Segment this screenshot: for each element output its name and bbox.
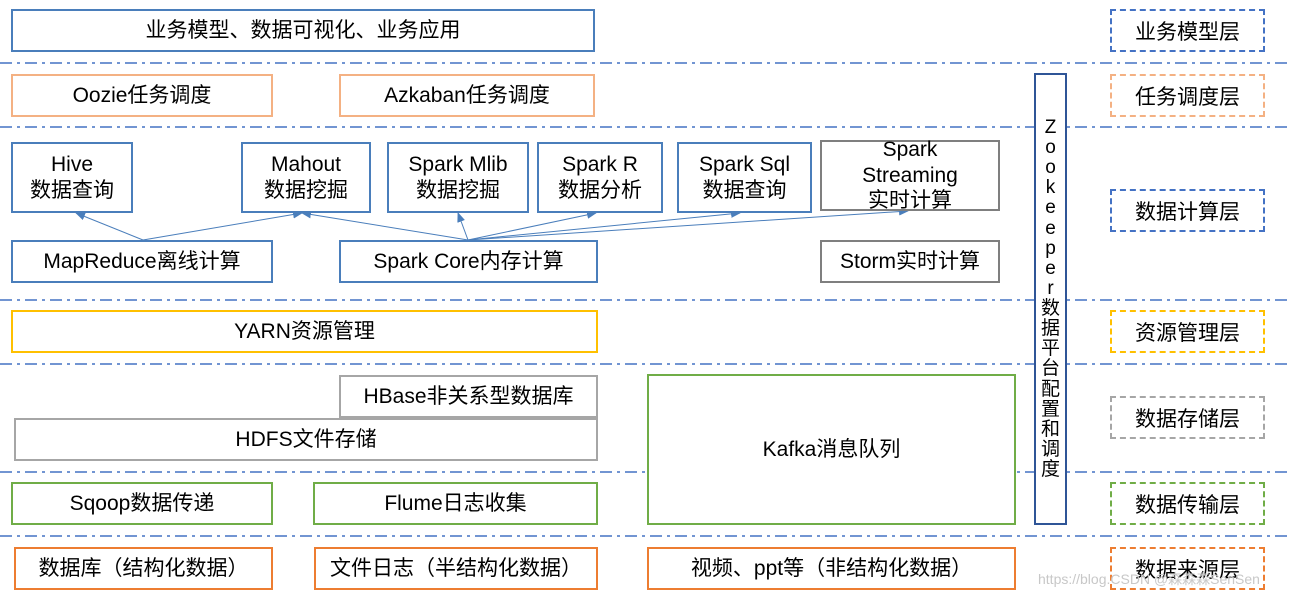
flume-box: Flume日志收集 bbox=[313, 482, 598, 525]
layer-label-sources: 数据来源层 bbox=[1110, 547, 1265, 590]
hive-title: Hive bbox=[50, 153, 93, 177]
zookeeper-char: Z bbox=[1044, 116, 1057, 138]
dependency-arrows bbox=[75, 207, 909, 241]
database-label: 数据库（结构化数据） bbox=[38, 556, 249, 580]
zookeeper-char: 据 bbox=[1040, 318, 1060, 340]
flume-label: Flume日志收集 bbox=[384, 491, 527, 515]
spark-streaming-box: Spark Streaming 实时计算 bbox=[820, 138, 1000, 213]
layer-label-text: 任务调度层 bbox=[1135, 85, 1240, 109]
video-label: 视频、ppt等（非结构化数据） bbox=[690, 556, 973, 580]
zookeeper-char: e bbox=[1045, 197, 1056, 219]
database-box: 数据库（结构化数据） bbox=[14, 547, 273, 590]
layer-label-storage: 数据存储层 bbox=[1110, 396, 1265, 439]
zookeeper-char: 配 bbox=[1040, 378, 1060, 400]
storm-label: Storm实时计算 bbox=[839, 249, 980, 273]
hbase-box: HBase非关系型数据库 bbox=[339, 375, 598, 418]
spark-sql-title: Spark Sql bbox=[698, 153, 791, 177]
layer-label-compute: 数据计算层 bbox=[1110, 189, 1265, 232]
business-model-label: 业务模型、数据可视化、业务应用 bbox=[145, 18, 461, 42]
zookeeper-char: p bbox=[1045, 237, 1056, 259]
oozie-box: Oozie任务调度 bbox=[11, 74, 273, 117]
layer-label-scheduling: 任务调度层 bbox=[1110, 74, 1265, 117]
sqoop-label: Sqoop数据传递 bbox=[69, 491, 215, 515]
spark-sql-subtitle: 数据查询 bbox=[702, 178, 787, 202]
layer-separators bbox=[0, 62, 1290, 537]
azkaban-box: Azkaban任务调度 bbox=[339, 74, 595, 117]
zookeeper-char: 置 bbox=[1040, 398, 1060, 420]
mahout-box: Mahout 数据挖掘 bbox=[241, 142, 371, 213]
azkaban-label: Azkaban任务调度 bbox=[384, 83, 550, 107]
layer-label-resource: 资源管理层 bbox=[1110, 310, 1265, 353]
zookeeper-char: 度 bbox=[1040, 459, 1060, 480]
spark-streaming-title: Spark bbox=[882, 138, 938, 162]
watermark: https://blog.CSDN @森森森SenSen bbox=[1038, 571, 1260, 587]
layer-label-text: 数据存储层 bbox=[1135, 407, 1240, 431]
kafka-label: Kafka消息队列 bbox=[762, 437, 901, 461]
spark-mlib-subtitle: 数据挖掘 bbox=[416, 178, 500, 202]
mapreduce-box: MapReduce离线计算 bbox=[11, 240, 273, 283]
business-model-box: 业务模型、数据可视化、业务应用 bbox=[11, 9, 595, 52]
zookeeper-char: 调 bbox=[1040, 438, 1060, 460]
yarn-label: YARN资源管理 bbox=[234, 319, 375, 343]
spark-mlib-title: Spark Mlib bbox=[408, 153, 508, 177]
arrow-sparkcore-r bbox=[467, 210, 597, 241]
layer-label-text: 数据传输层 bbox=[1135, 493, 1240, 517]
spark-sql-box: Spark Sql 数据查询 bbox=[677, 142, 812, 213]
layer-label-text: 业务模型层 bbox=[1135, 20, 1240, 44]
layer-label-text: 数据来源层 bbox=[1135, 558, 1240, 582]
yarn-box: YARN资源管理 bbox=[11, 310, 598, 353]
storm-box: Storm实时计算 bbox=[820, 240, 1000, 283]
zookeeper-char: 数 bbox=[1040, 298, 1060, 319]
spark-streaming-subtitle: 实时计算 bbox=[868, 189, 952, 213]
mahout-title: Mahout bbox=[270, 153, 342, 177]
zookeeper-char: o bbox=[1045, 157, 1056, 179]
mahout-subtitle: 数据挖掘 bbox=[264, 178, 348, 202]
zookeeper-char: e bbox=[1045, 217, 1056, 239]
mapreduce-label: MapReduce离线计算 bbox=[43, 249, 241, 273]
zookeeper-char: 和 bbox=[1040, 418, 1060, 440]
zookeeper-char: k bbox=[1045, 177, 1056, 199]
spark-mlib-box: Spark Mlib 数据挖掘 bbox=[387, 142, 529, 213]
spark-streaming-title-2: Streaming bbox=[862, 163, 958, 187]
arrow-mapreduce-hive bbox=[75, 212, 144, 241]
hdfs-label: HDFS文件存储 bbox=[235, 427, 377, 451]
arrow-sparkcore-mahout bbox=[301, 210, 469, 241]
hive-subtitle: 数据查询 bbox=[30, 178, 114, 202]
arrow-sparkcore-mlib bbox=[457, 212, 469, 241]
zookeeper-char: 平 bbox=[1040, 338, 1060, 360]
file-log-label: 文件日志（半结构化数据） bbox=[330, 556, 582, 580]
arrow-sparkcore-sql bbox=[467, 209, 741, 241]
kafka-box: Kafka消息队列 bbox=[647, 374, 1016, 525]
layer-label-transport: 数据传输层 bbox=[1110, 482, 1265, 525]
hive-box: Hive 数据查询 bbox=[11, 142, 133, 213]
spark-core-box: Spark Core内存计算 bbox=[339, 240, 598, 283]
zookeeper-char: 台 bbox=[1040, 358, 1060, 380]
zookeeper-column: Z o o k e e p e r 数 据 平 台 配 置 和 调 度 bbox=[1034, 73, 1067, 525]
spark-r-box: Spark R 数据分析 bbox=[537, 142, 663, 213]
arrow-sparkcore-streaming bbox=[467, 207, 909, 241]
layer-label-business: 业务模型层 bbox=[1110, 9, 1265, 52]
spark-r-title: Spark R bbox=[562, 153, 638, 177]
file-log-box: 文件日志（半结构化数据） bbox=[314, 547, 598, 590]
hdfs-box: HDFS文件存储 bbox=[14, 418, 598, 461]
sqoop-box: Sqoop数据传递 bbox=[11, 482, 273, 525]
arrow-mapreduce-mahout bbox=[142, 210, 303, 241]
spark-r-subtitle: 数据分析 bbox=[558, 178, 642, 202]
zookeeper-char: o bbox=[1045, 137, 1056, 158]
zookeeper-char: r bbox=[1047, 277, 1054, 299]
oozie-label: Oozie任务调度 bbox=[72, 83, 212, 107]
zookeeper-char: e bbox=[1045, 257, 1056, 279]
layer-label-text: 数据计算层 bbox=[1135, 200, 1240, 224]
hbase-label: HBase非关系型数据库 bbox=[363, 384, 574, 408]
spark-core-label: Spark Core内存计算 bbox=[373, 249, 564, 273]
layer-label-text: 资源管理层 bbox=[1135, 321, 1240, 345]
video-box: 视频、ppt等（非结构化数据） bbox=[647, 547, 1016, 590]
